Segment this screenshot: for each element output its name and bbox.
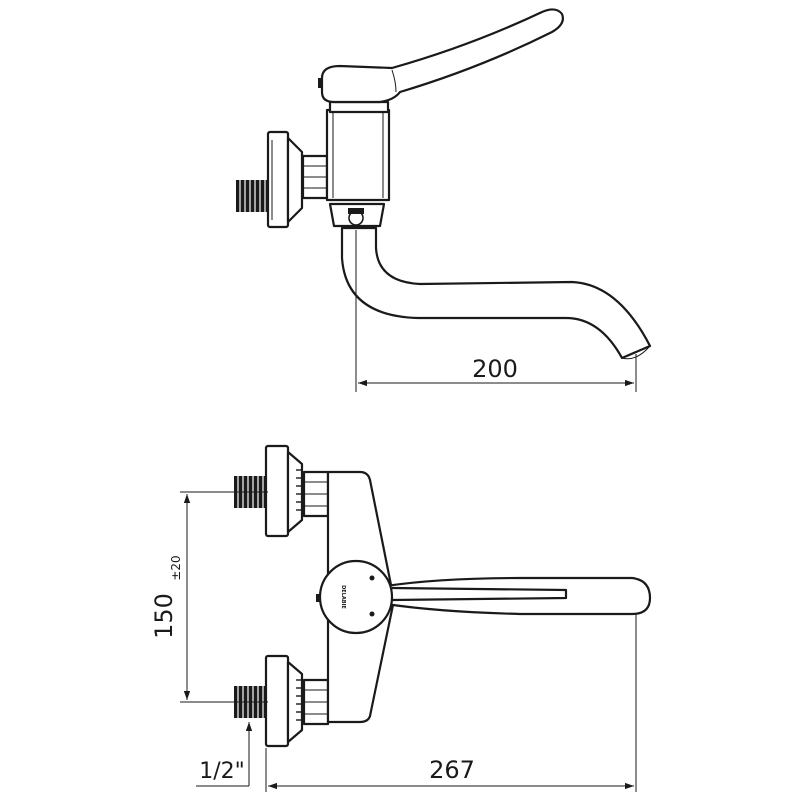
- front-view: DELABIE 150 ±20 1/2" 267: [150, 444, 652, 792]
- side-threaded-inlet: [236, 180, 270, 212]
- dimension-spout-reach: 200: [355, 230, 637, 392]
- spout-reach-value: 200: [472, 355, 518, 383]
- front-lower-inlet: [234, 654, 330, 748]
- side-lever-handle: [318, 8, 564, 104]
- side-view: 200: [236, 8, 652, 392]
- side-hex-nut: [301, 154, 329, 200]
- dimension-thread-size: 1/2": [196, 722, 253, 787]
- centre-distance-tolerance: ±20: [169, 555, 183, 580]
- brand-logo: DELABIE: [340, 585, 346, 609]
- thread-size-value: 1/2": [199, 759, 245, 784]
- side-spout: [340, 226, 652, 360]
- dimension-overall-length: 267: [265, 614, 637, 792]
- centre-distance-value: 150: [150, 593, 178, 639]
- side-wall-flange: [266, 130, 304, 229]
- overall-length-value: 267: [429, 756, 475, 784]
- side-valve-body: [325, 100, 391, 202]
- front-upper-inlet: [234, 444, 330, 538]
- front-lever-handle: DELABIE: [316, 559, 652, 635]
- side-swivel-joint: [328, 202, 386, 228]
- dimension-centre-distance: 150 ±20: [150, 491, 268, 703]
